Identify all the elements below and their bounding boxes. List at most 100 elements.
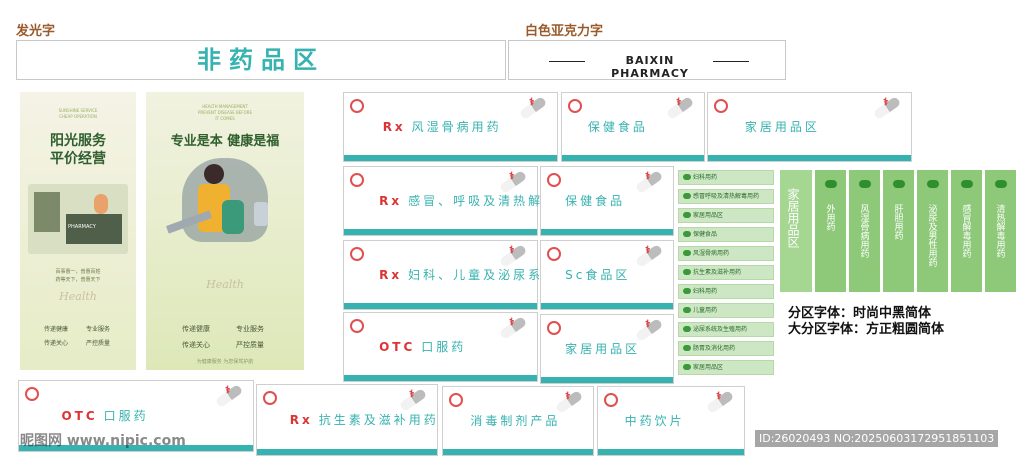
shelf-strip: 抗生素及滋补用药 — [678, 265, 774, 280]
pharmacy-logo-icon: ⚕ — [509, 171, 515, 182]
sign-card-title: 保健食品 — [588, 118, 648, 135]
vertical-column-label: 家居用品区 — [786, 188, 800, 248]
poster1-signature: Health — [59, 290, 97, 303]
otc-logo-icon — [683, 269, 691, 275]
sign-card: ⚕消毒制剂产品 — [442, 386, 594, 456]
sign-card: ⚕ 保健食品 — [561, 92, 705, 162]
otc-logo-icon — [683, 250, 691, 256]
rx-badge: Rx — [289, 412, 313, 427]
sign-card-bottom-bar — [541, 377, 673, 383]
sign-card-bottom-bar — [344, 375, 537, 381]
sign-card-title: Rx 风湿骨病用药 — [383, 118, 502, 135]
poster2-title: 专业是本 健康是福 — [170, 134, 280, 149]
pharmacy-logo-icon: ⚕ — [529, 97, 535, 108]
pharmacy-counter-illustration: PHARMACY — [28, 184, 128, 254]
sign-card-label: 家居用品区 — [565, 342, 641, 357]
otc-logo-icon — [892, 180, 905, 188]
pharmacy-logo-icon: ⚕ — [676, 97, 682, 108]
pharmacy-logo-icon: ⚕ — [716, 391, 722, 402]
vertical-column-label: 感冒解毒用药 — [960, 204, 971, 258]
otc-badge: OTC — [61, 408, 98, 423]
shelf-strip-label: 肠胃及消化用药 — [693, 345, 736, 352]
rx-badge: Rx — [382, 120, 406, 135]
stethoscope-icon — [547, 247, 561, 261]
vertical-column-sign: 肝胆用药 — [883, 170, 914, 292]
poster1-para1: 百事惠一，普惠百姓 — [55, 269, 101, 275]
shelf-strip: 儿童用药 — [678, 303, 774, 318]
shelf-strip: 妇科用药 — [678, 284, 774, 299]
poster2-en3: IT COMES — [215, 116, 235, 121]
otc-logo-icon — [960, 180, 973, 188]
banner-pharmacy: BAIXIN PHARMACY — [508, 40, 786, 80]
sign-card-bottom-bar — [541, 303, 673, 309]
otc-logo-icon — [683, 212, 691, 218]
poster1-en1: SUNSHINE SERVICE — [58, 108, 98, 113]
divider-left — [549, 61, 585, 62]
poster1-item-4: 严控质量 — [86, 340, 111, 347]
shelf-strip-label: 妇科用药 — [693, 288, 718, 295]
shelf-strip: 保健食品 — [678, 227, 774, 242]
banner-title: 非药品区 — [197, 46, 325, 74]
sign-card: ⚕ 保健食品 — [540, 166, 674, 236]
poster1-para2: 药等天下，普惠天下 — [55, 277, 101, 283]
otc-logo-icon — [824, 180, 837, 188]
poster-sunshine: SUNSHINE SERVICE CHEAP OPERATION 阳光服务 平价… — [20, 92, 136, 370]
poster2-item-2: 专业服务 — [236, 325, 264, 333]
pharmacy-logo-icon: ⚕ — [883, 97, 889, 108]
sign-card-bottom-bar — [257, 449, 437, 455]
glow-text-label: 发光字 — [16, 24, 56, 39]
stethoscope-icon — [350, 247, 364, 261]
sign-card: ⚕ 家居用品区 — [707, 92, 912, 162]
sign-card-label: 风湿骨病用药 — [411, 120, 502, 135]
pharmacy-name: BAIXIN PHARMACY — [611, 54, 689, 80]
vertical-column-sign: 外用药 — [815, 170, 846, 292]
sign-card-label: 口服药 — [103, 408, 149, 423]
vertical-column-sign: 风湿骨病用药 — [849, 170, 880, 292]
shelf-strip-label: 妇科用药 — [693, 174, 718, 181]
otc-logo-icon — [683, 364, 691, 370]
stethoscope-icon — [547, 173, 561, 187]
poster1-item-3: 传递关心 — [44, 340, 69, 347]
stethoscope-icon — [568, 99, 582, 113]
vertical-column-label: 泌尿及男性用药 — [926, 204, 937, 267]
stethoscope-icon — [449, 393, 463, 407]
vertical-column-label: 外用药 — [824, 204, 835, 231]
rx-badge: Rx — [379, 268, 403, 283]
poster1-item-2: 专业服务 — [86, 326, 111, 333]
poster2-item-3: 传递关心 — [182, 341, 210, 349]
poster1-item-1: 传递健康 — [44, 326, 69, 333]
otc-logo-icon — [683, 231, 691, 237]
sign-card-bottom-bar — [344, 229, 537, 235]
pharmacy-logo-icon: ⚕ — [645, 245, 651, 256]
shelf-strip-label: 泌尿系统及生殖用药 — [693, 326, 748, 333]
sign-card-label: 消毒制剂产品 — [470, 414, 561, 429]
sign-card-label: 口服药 — [421, 340, 467, 355]
poster2-en1: HEALTH MANAGEMENT — [202, 104, 248, 109]
sign-card-title: 家居用品区 — [565, 340, 640, 357]
poster1-title1: 阳光服务 — [50, 133, 106, 149]
font-note-2: 大分区字体：方正粗圆简体 — [788, 322, 945, 337]
shelf-strip-label: 风湿骨病用药 — [693, 250, 730, 257]
sign-card-label: 家居用品区 — [744, 120, 820, 135]
watermark-left: 昵图网 www.nipic.com — [20, 433, 186, 449]
stethoscope-icon — [350, 319, 364, 333]
poster2-en2: PREVENT DISEASE BEFORE — [197, 110, 253, 115]
pharmacy-logo-icon: ⚕ — [645, 171, 651, 182]
sign-card-title: 保健食品 — [565, 192, 625, 209]
child-icon — [222, 200, 244, 234]
poster1-en2: CHEAP OPERATION — [59, 114, 97, 119]
sign-card-bottom-bar — [708, 155, 911, 161]
otc-logo-icon — [683, 288, 691, 294]
otc-logo-icon — [683, 345, 691, 351]
otc-logo-icon — [683, 307, 691, 313]
sign-card-bottom-bar — [443, 449, 593, 455]
pharmacy-logo-icon: ⚕ — [409, 389, 415, 400]
shelf-strip-label: 抗生素及滋补用药 — [693, 269, 742, 276]
stethoscope-icon — [350, 99, 364, 113]
vertical-column-sign: 清热解毒用药 — [985, 170, 1016, 292]
